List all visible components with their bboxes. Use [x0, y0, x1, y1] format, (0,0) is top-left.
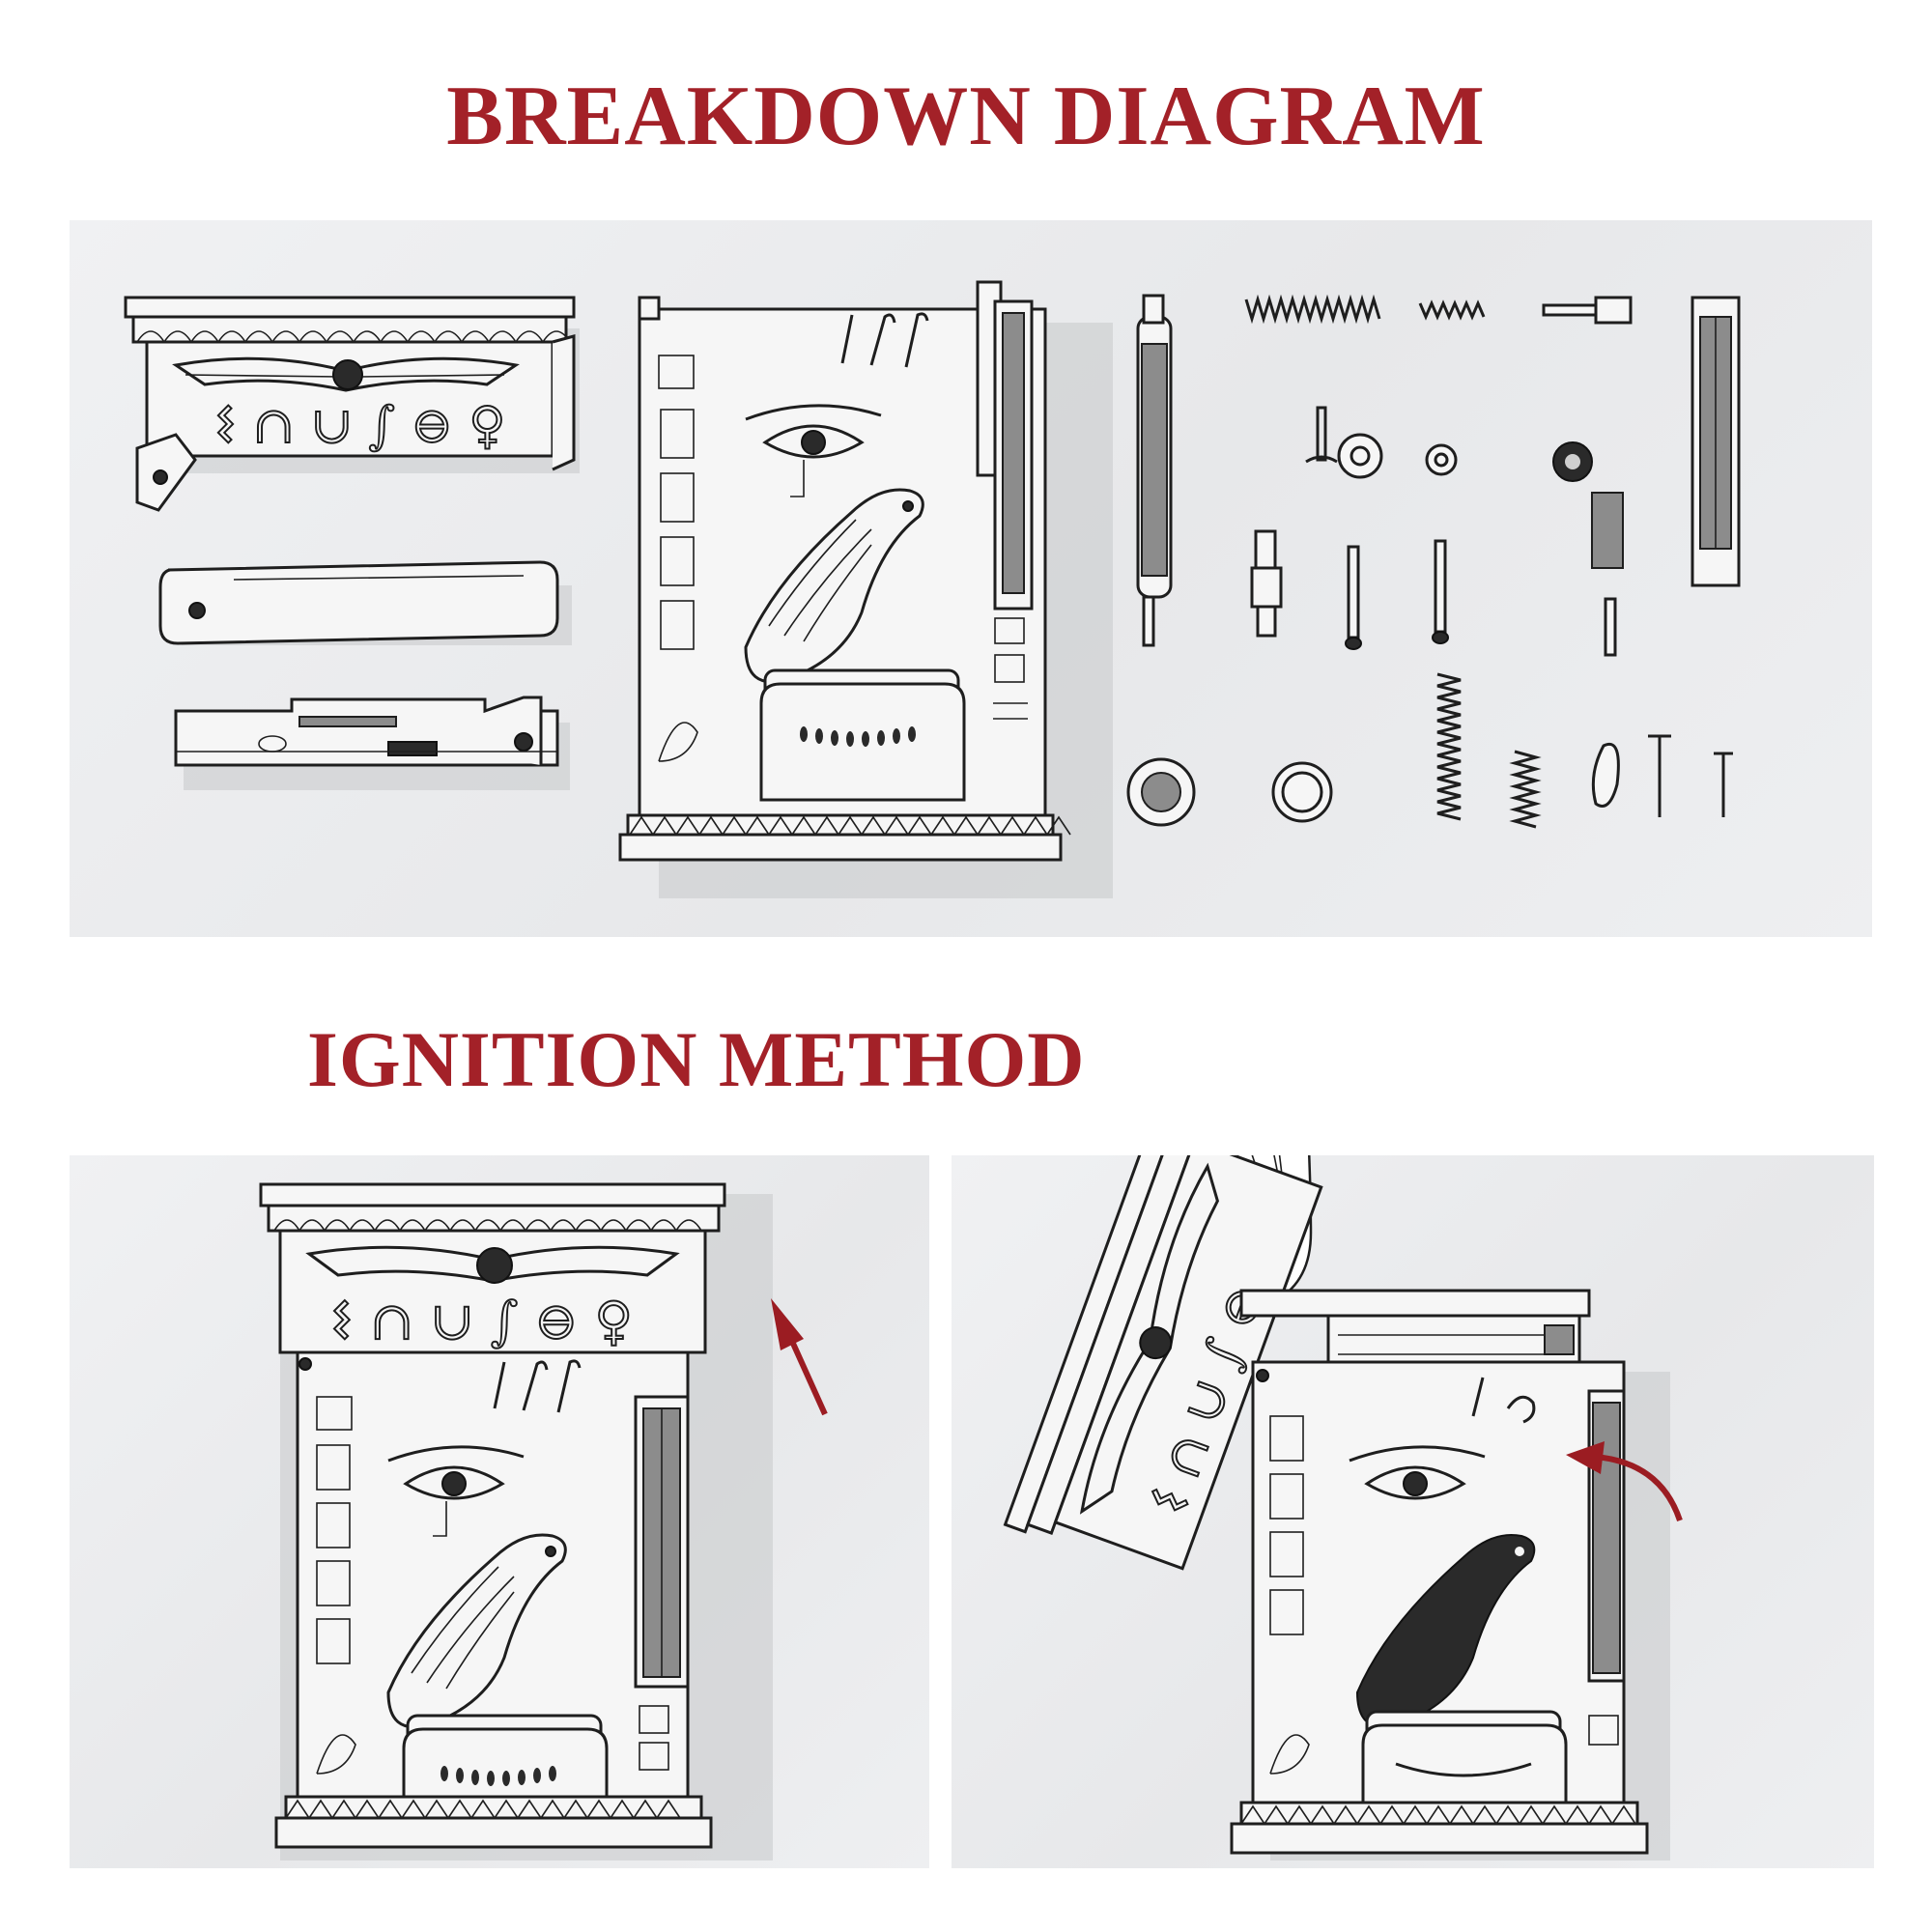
- plate-part: [158, 560, 572, 645]
- ignition-step-open-panel: 𐌔 ∩ ∪ ∫ ⊖: [952, 1155, 1874, 1868]
- svg-text:𐌔 ∩ ∪ ∫ ⊖ ♀: 𐌔 ∩ ∪ ∫ ⊖ ♀: [330, 1291, 633, 1351]
- body-part: [618, 280, 1113, 898]
- ignition-step-closed-panel: 𐌔 ∩ ∪ ∫ ⊖ ♀: [70, 1155, 929, 1868]
- ignition-method-heading: IGNITION METHOD: [307, 1015, 1086, 1103]
- breakdown-panel: 𐌔 ∩ ∪ ∫ ⊖ ♀: [70, 220, 1872, 937]
- curved-arrow-left-icon: [1566, 1441, 1683, 1521]
- side-rail-part: [1690, 296, 1741, 587]
- svg-text:𐌔 ∩ ∪ ∫ ⊖ ♀: 𐌔 ∩ ∪ ∫ ⊖ ♀: [214, 397, 505, 455]
- open-lighter-illustration: 𐌔 ∩ ∪ ∫ ⊖: [1003, 1155, 1683, 1861]
- open-lid: 𐌔 ∩ ∪ ∫ ⊖: [1003, 1155, 1323, 1571]
- breakdown-diagram-heading: BREAKDOWN DIAGRAM: [446, 70, 1486, 163]
- slide-part: [174, 696, 570, 790]
- closed-lighter-illustration: 𐌔 ∩ ∪ ∫ ⊖ ♀: [259, 1182, 828, 1861]
- arrow-up-right-icon: [771, 1298, 828, 1416]
- springs: [1244, 294, 1542, 829]
- small-hardware: [1126, 296, 1733, 827]
- exploded-parts-illustration: 𐌔 ∩ ∪ ∫ ⊖ ♀: [124, 280, 1741, 898]
- lid-part: 𐌔 ∩ ∪ ∫ ⊖ ♀: [124, 296, 580, 512]
- valve-cylinder-part: [1136, 294, 1173, 647]
